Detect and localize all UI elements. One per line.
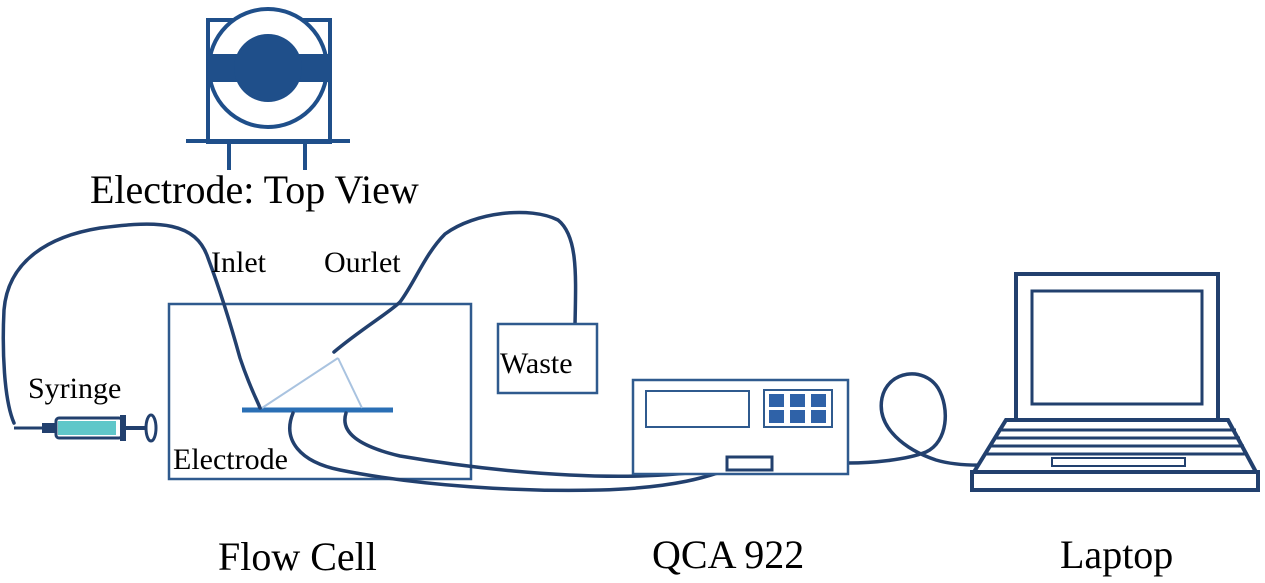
- flow-cell-label: Flow Cell: [218, 534, 377, 579]
- qca-label: QCA 922: [652, 532, 804, 577]
- waste-label: Waste: [500, 347, 573, 380]
- syringe-icon: [14, 413, 158, 443]
- qca-key: [790, 410, 805, 423]
- qca-key: [769, 410, 784, 423]
- flow-path-left: [261, 357, 339, 409]
- qca-key: [769, 394, 784, 407]
- syringe-fluid: [58, 421, 116, 435]
- laptop-label: Laptop: [1060, 532, 1173, 577]
- inlet-label: Inlet: [211, 246, 267, 279]
- electrode-top-view-icon: [186, 7, 350, 170]
- qca-display: [645, 390, 750, 428]
- syringe-label: Syringe: [28, 372, 121, 405]
- laptop-spacebar: [1051, 457, 1186, 467]
- waste-box: [496, 322, 599, 395]
- qca-instrument: [631, 378, 850, 476]
- qca-key: [811, 410, 826, 423]
- inlet-tube: [1, 222, 262, 425]
- flow-path-right: [337, 357, 363, 409]
- laptop-icon: [970, 272, 1260, 492]
- syringe-tip: [42, 423, 56, 433]
- electrode-center: [234, 34, 302, 102]
- flow-cell-box: [167, 302, 473, 481]
- qca-key: [811, 394, 826, 407]
- qca-to-laptop-cable: [846, 372, 1007, 467]
- electrode-top-view-label: Electrode: Top View: [90, 167, 419, 212]
- syringe-plunger-head: [144, 413, 158, 443]
- outlet-tube: [332, 210, 578, 354]
- electrode-label: Electrode: [173, 443, 288, 476]
- syringe-flange: [120, 415, 126, 441]
- outlet-label: Ourlet: [324, 246, 401, 279]
- qca-connector: [725, 455, 774, 472]
- qca-key: [790, 394, 805, 407]
- laptop-screen: [1030, 289, 1204, 406]
- cell-to-qca-cable-1: [288, 411, 746, 493]
- laptop-front-edge: [970, 470, 1260, 492]
